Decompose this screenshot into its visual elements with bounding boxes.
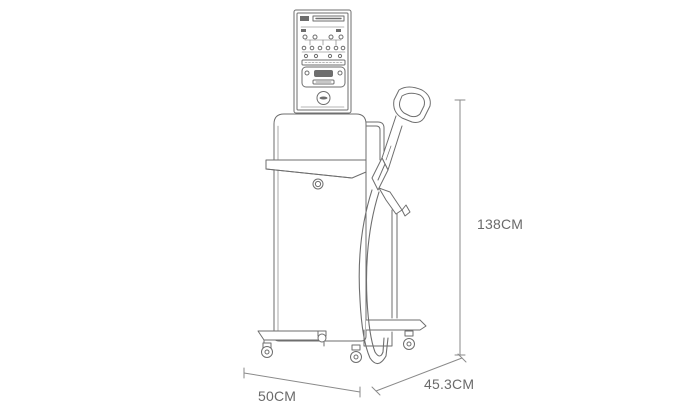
handpiece-cable: [358, 187, 411, 365]
width-dimension-line: [243, 372, 361, 393]
dimension-lines: [243, 99, 467, 398]
cabinet-body: [265, 113, 367, 342]
depth-dimension-line: [375, 357, 463, 392]
ipl-handpiece: [371, 86, 431, 191]
control-screen: [293, 9, 352, 117]
caster-front-mid: [317, 330, 327, 343]
wheeled-base: [257, 319, 427, 363]
width-label: 50CM: [258, 388, 297, 404]
caster-rear-left: [350, 344, 362, 363]
height-label: 138CM: [477, 216, 524, 232]
depth-label: 45.3CM: [424, 376, 475, 392]
caster-rear-right: [403, 330, 415, 350]
side-handle-rail: [365, 121, 398, 319]
caster-front-left: [261, 342, 273, 358]
